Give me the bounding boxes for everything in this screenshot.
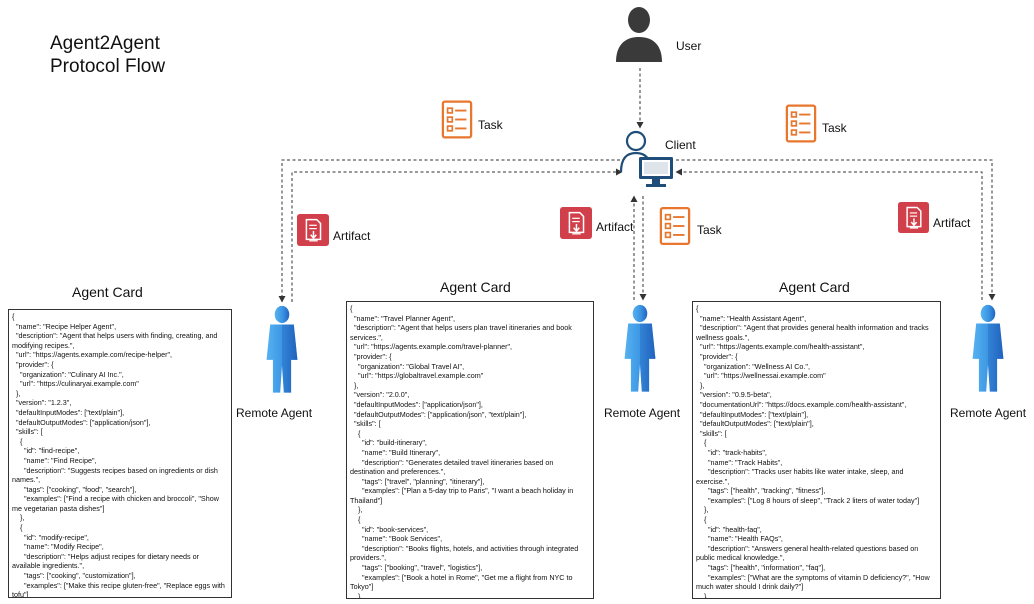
agent-card-heading: Agent Card	[779, 279, 850, 295]
agent-card-json: { "name": "Travel Planner Agent", "descr…	[350, 304, 579, 599]
artifact-label: Artifact	[596, 220, 634, 234]
task-label: Task	[478, 118, 503, 132]
artifact-label: Artifact	[933, 216, 971, 230]
task-label: Task	[697, 223, 722, 237]
agent-card-travel-planner: { "name": "Travel Planner Agent", "descr…	[346, 301, 594, 599]
connectors	[278, 68, 996, 303]
agent3-to-client-artifact-arrow	[675, 168, 983, 300]
user-label: User	[676, 39, 702, 53]
agent-card-json: { "name": "Recipe Helper Agent", "descri…	[12, 312, 225, 598]
agent-card-recipe-helper: { "name": "Recipe Helper Agent", "descri…	[8, 309, 232, 598]
user-silhouette-icon	[616, 7, 662, 62]
agent-card-health-assistant: { "name": "Health Assistant Agent", "des…	[692, 301, 941, 599]
title-line-2: Protocol Flow	[50, 56, 166, 77]
task-label: Task	[822, 121, 847, 135]
artifact-download-icon	[297, 214, 329, 246]
remote-agent-label: Remote Agent	[604, 406, 681, 420]
artifact-download-icon	[560, 207, 592, 239]
client-to-agent3-task-arrow	[676, 159, 996, 301]
task-list-icon	[441, 100, 473, 139]
client-user-computer-icon	[619, 130, 673, 187]
remote-agent-person-icon	[266, 305, 298, 393]
remote-agent-person-icon	[972, 304, 1004, 392]
task-list-icon	[659, 206, 691, 246]
artifact-label: Artifact	[333, 229, 371, 243]
remote-agent-label: Remote Agent	[950, 406, 1027, 420]
agent-card-heading: Agent Card	[440, 279, 511, 295]
remote-agent-person-icon	[624, 304, 656, 392]
diagram-title: Agent2Agent Protocol Flow	[50, 32, 165, 78]
agent-card-heading: Agent Card	[72, 284, 143, 300]
task-list-icon	[785, 104, 817, 143]
remote-agent-label: Remote Agent	[236, 406, 313, 420]
artifact-download-icon	[898, 202, 929, 233]
agent-card-json: { "name": "Health Assistant Agent", "des…	[696, 304, 930, 599]
title-line-1: Agent2Agent	[50, 33, 160, 54]
client-label: Client	[665, 138, 696, 152]
client-to-agent1-task-arrow	[278, 159, 620, 303]
